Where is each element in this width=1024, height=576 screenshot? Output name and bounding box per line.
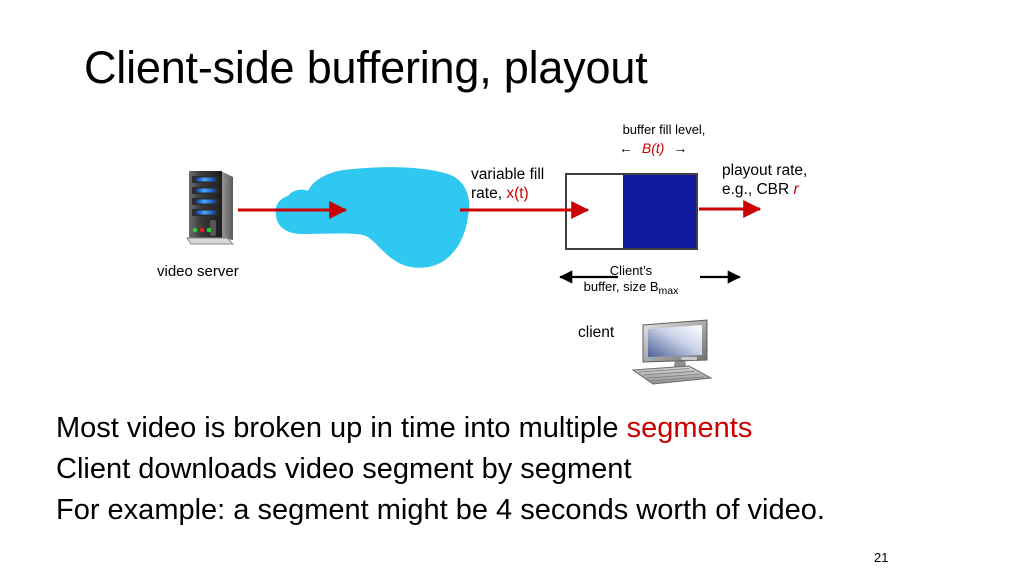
x-t-symbol: x(t)	[506, 185, 529, 202]
desktop-computer-icon	[627, 318, 715, 388]
variable-fill-rate-label: variable fill rate, x(t)	[471, 165, 544, 203]
buffer-fill-level-caption: buffer fill level,	[614, 122, 714, 138]
buffer-fill-level-symbol-row: ← B(t) →	[619, 140, 687, 157]
client-buffer-line1: Client’s	[609, 263, 653, 278]
variable-fill-rate-line1: variable fill	[471, 166, 545, 183]
body-line-2: Client downloads video segment by segmen…	[56, 453, 632, 485]
page-title: Client-side buffering, playout	[84, 42, 648, 93]
b-t-right-arrow-icon: →	[673, 140, 688, 156]
variable-fill-rate-line2: rate,	[471, 185, 507, 202]
server-tower-icon	[183, 168, 239, 248]
playout-rate-line2: e.g., CBR	[722, 181, 794, 198]
b-max-subscript: max	[658, 284, 679, 297]
body-text-block: Most video is broken up in time into mul…	[56, 408, 825, 531]
client-label: client	[578, 324, 615, 341]
playout-rate-label: playout rate, e.g., CBR r	[722, 161, 807, 199]
body-line-1-prefix: Most video is broken up in time into mul…	[56, 412, 627, 444]
client-buffer-box	[565, 173, 698, 250]
buffer-fill-level-text: buffer fill level,	[622, 122, 706, 137]
body-line-1: Most video is broken up in time into mul…	[56, 408, 825, 449]
body-line-1-highlight: segments	[626, 412, 753, 444]
client-buffer-size-label: Client’s buffer, size Bmax	[583, 263, 679, 299]
page-number: 21	[874, 550, 889, 565]
cloud-shape	[262, 164, 474, 272]
video-server-label: video server	[157, 263, 239, 280]
playout-rate-line1: playout rate,	[722, 162, 808, 179]
client-buffer-line2: buffer, size B	[583, 279, 659, 294]
body-line-3: For example: a segment might be 4 second…	[56, 494, 825, 526]
buffer-fill-region	[623, 175, 696, 248]
b-t-left-arrow-icon: ←	[619, 140, 633, 156]
r-symbol: r	[793, 181, 799, 198]
b-t-symbol: B(t)	[641, 140, 665, 156]
